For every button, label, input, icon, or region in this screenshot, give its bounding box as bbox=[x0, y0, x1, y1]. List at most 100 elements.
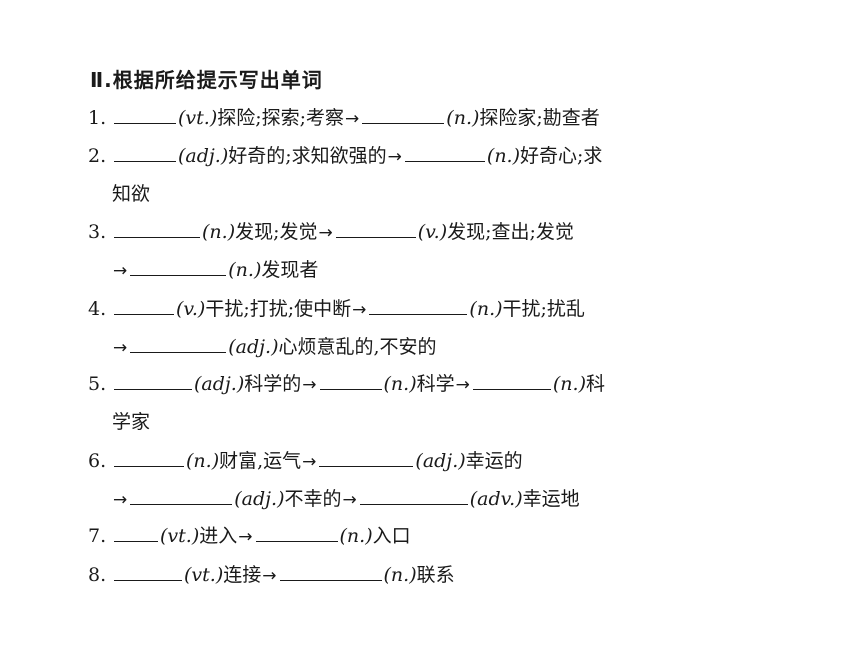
meaning-text: 发现;查出;发觉 bbox=[447, 221, 574, 243]
exercise-line: 知欲 bbox=[112, 181, 150, 207]
answer-blank[interactable] bbox=[114, 562, 182, 581]
answer-blank[interactable] bbox=[319, 371, 382, 390]
arrow-icon: → bbox=[342, 490, 357, 510]
meaning-text: 干扰;打扰;使中断 bbox=[205, 298, 352, 320]
exercise-line: 5.(adj.)科学的→(n.)科学→(n.)科 bbox=[88, 371, 605, 398]
part-of-speech: (n.) bbox=[469, 298, 503, 320]
meaning-text: 好奇心;求 bbox=[520, 145, 603, 167]
exercise-line: 3. (n.)发现;发觉→ (v.)发现;查出;发觉 bbox=[88, 219, 574, 246]
exercise-line: 7. (vt.)进入→ (n.)入口 bbox=[88, 523, 411, 550]
arrow-icon: → bbox=[262, 566, 277, 586]
part-of-speech: (n.) bbox=[552, 373, 586, 395]
arrow-icon: → bbox=[113, 490, 128, 510]
meaning-text: 不幸的 bbox=[284, 488, 342, 510]
exercise-line: 2. (adj.)好奇的;求知欲强的→ (n.)好奇心;求 bbox=[88, 143, 602, 170]
meaning-text: 干扰;扰乱 bbox=[502, 298, 585, 320]
answer-blank[interactable] bbox=[114, 296, 174, 315]
answer-blank[interactable] bbox=[369, 296, 468, 315]
arrow-icon: → bbox=[302, 452, 317, 472]
meaning-text: 幸运地 bbox=[522, 488, 580, 510]
part-of-speech: (n.) bbox=[339, 525, 373, 547]
answer-blank[interactable] bbox=[319, 448, 414, 467]
part-of-speech: (n.) bbox=[186, 450, 220, 472]
answer-blank[interactable] bbox=[130, 257, 227, 276]
part-of-speech: (vt.) bbox=[184, 564, 224, 586]
item-number: 4. bbox=[88, 298, 107, 320]
part-of-speech: (vt.) bbox=[160, 525, 200, 547]
part-of-speech: (n.) bbox=[202, 221, 236, 243]
part-of-speech: (adj.) bbox=[178, 145, 229, 167]
exercise-line: 4. (v.)干扰;打扰;使中断→ (n.)干扰;扰乱 bbox=[88, 296, 585, 323]
answer-blank[interactable] bbox=[472, 371, 551, 390]
answer-blank[interactable] bbox=[114, 448, 184, 467]
meaning-text: 联系 bbox=[416, 564, 455, 586]
exercise-line: → (n.)发现者 bbox=[112, 257, 318, 284]
arrow-icon: → bbox=[113, 261, 128, 281]
section-heading: Ⅱ.根据所给提示写出单词 bbox=[90, 68, 323, 92]
answer-blank[interactable] bbox=[279, 562, 382, 581]
meaning-text: 探险;探索;考察 bbox=[217, 107, 345, 129]
exercise-line: 6. (n.)财富,运气→ (adj.)幸运的 bbox=[88, 448, 523, 475]
meaning-text: 学家 bbox=[112, 411, 151, 433]
arrow-icon: → bbox=[345, 109, 360, 129]
part-of-speech: (vt.) bbox=[178, 107, 218, 129]
meaning-text: 财富,运气 bbox=[219, 450, 302, 472]
item-number: 1. bbox=[88, 107, 107, 129]
meaning-text: 发现;发觉 bbox=[235, 221, 318, 243]
meaning-text: 好奇的;求知欲强的 bbox=[228, 145, 387, 167]
exercise-line: → (adj.)心烦意乱的,不安的 bbox=[112, 334, 437, 361]
part-of-speech: (n.) bbox=[228, 259, 262, 281]
answer-blank[interactable] bbox=[404, 143, 485, 162]
meaning-text: 发现者 bbox=[261, 259, 319, 281]
exercise-line: 学家 bbox=[112, 409, 150, 435]
answer-blank[interactable] bbox=[362, 105, 445, 124]
answer-blank[interactable] bbox=[255, 523, 338, 542]
meaning-text: 进入 bbox=[199, 525, 238, 547]
answer-blank[interactable] bbox=[130, 486, 233, 505]
part-of-speech: (v.) bbox=[176, 298, 206, 320]
answer-blank[interactable] bbox=[114, 371, 192, 390]
part-of-speech: (v.) bbox=[417, 221, 448, 243]
meaning-text: 入口 bbox=[372, 525, 411, 547]
arrow-icon: → bbox=[302, 375, 317, 395]
answer-blank[interactable] bbox=[114, 143, 176, 162]
item-number: 3. bbox=[88, 221, 107, 243]
answer-blank[interactable] bbox=[130, 334, 227, 353]
meaning-text: 幸运的 bbox=[465, 450, 523, 472]
answer-blank[interactable] bbox=[114, 219, 200, 238]
meaning-text: 科学 bbox=[416, 373, 455, 395]
arrow-icon: → bbox=[318, 223, 333, 243]
meaning-text: 科学的 bbox=[244, 373, 302, 395]
arrow-icon: → bbox=[238, 527, 253, 547]
answer-blank[interactable] bbox=[114, 523, 158, 542]
part-of-speech: (adj.) bbox=[194, 373, 245, 395]
answer-blank[interactable] bbox=[114, 105, 176, 124]
arrow-icon: → bbox=[387, 147, 402, 167]
exercise-line: →(adj.)不幸的→(adv.)幸运地 bbox=[112, 486, 580, 513]
meaning-text: 知欲 bbox=[112, 183, 151, 205]
part-of-speech: (adj.) bbox=[228, 336, 279, 358]
meaning-text: 连接 bbox=[223, 564, 262, 586]
exercise-line: 1. (vt.)探险;探索;考察→ (n.)探险家;勘查者 bbox=[88, 105, 600, 132]
meaning-text: 探险家;勘查者 bbox=[479, 107, 600, 129]
answer-blank[interactable] bbox=[359, 486, 468, 505]
part-of-speech: (adj.) bbox=[415, 450, 466, 472]
item-number: 8. bbox=[88, 564, 107, 586]
item-number: 6. bbox=[88, 450, 107, 472]
part-of-speech: (n.) bbox=[383, 373, 417, 395]
arrow-icon: → bbox=[352, 300, 367, 320]
answer-blank[interactable] bbox=[335, 219, 416, 238]
part-of-speech: (n.) bbox=[383, 564, 417, 586]
item-number: 2. bbox=[88, 145, 107, 167]
part-of-speech: (n.) bbox=[446, 107, 480, 129]
item-number: 5. bbox=[88, 373, 107, 395]
item-number: 7. bbox=[88, 525, 107, 547]
part-of-speech: (adj.) bbox=[234, 488, 285, 510]
exercise-line: 8. (vt.)连接→ (n.)联系 bbox=[88, 562, 455, 589]
meaning-text: 心烦意乱的,不安的 bbox=[278, 336, 437, 358]
meaning-text: 科 bbox=[586, 373, 606, 395]
part-of-speech: (adv.) bbox=[469, 488, 523, 510]
part-of-speech: (n.) bbox=[486, 145, 521, 167]
arrow-icon: → bbox=[113, 338, 128, 358]
